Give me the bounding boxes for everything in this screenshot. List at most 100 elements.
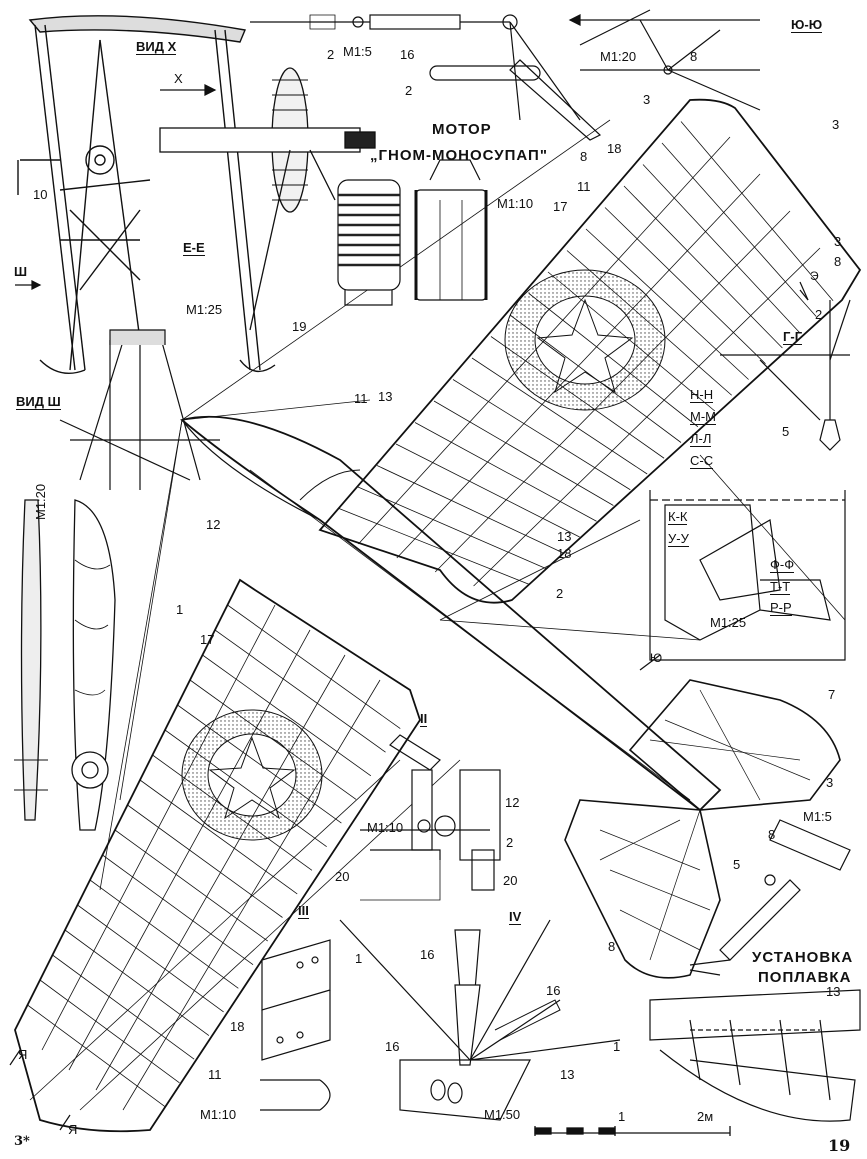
wing-rib [642,164,800,333]
detail-ii-label: II [420,711,428,727]
callout: 3 [643,92,651,107]
wing-rib [471,357,648,475]
callout: 2 [506,835,514,850]
right-wing [318,98,862,604]
callout: 13 [378,389,393,404]
engine-assembly [159,67,376,331]
gg-strut [720,299,851,451]
callout: 19 [292,319,307,334]
wing-rib [41,604,276,1051]
callout: 20 [335,869,350,884]
scale-m1-5-top: М1:5 [343,44,372,59]
scale-m1-10-motor: М1:10 [497,196,534,211]
wing-rib [414,422,597,522]
wing-rib [376,465,563,554]
wing-rib [357,486,546,569]
bracing-wires [29,119,701,1111]
fitting-detail-iv [339,919,621,1121]
wing-rib [139,779,298,895]
callout: 8 [690,49,698,64]
callout: 7 [828,687,836,702]
scale-bar [534,1126,731,1136]
callout: 8 [834,254,842,269]
view-x-arrow-label: X [174,71,183,86]
direction-arrows [9,14,809,1131]
wing-rib [164,729,327,847]
strut-details-top [250,9,761,141]
aircraft-plan-view [14,98,862,1133]
callout: 11 [577,179,591,194]
section-tt: Т-Т [770,579,791,595]
callout: 3 [832,117,840,132]
scale-m1-25-right: М1:25 [710,615,747,630]
callout: 2 [556,586,564,601]
scale-m1-10-bottom: М1:10 [200,1107,237,1122]
callout: 11 [354,391,368,406]
callout: 20 [503,873,518,888]
mark-e: Э [810,269,819,283]
callout: 18 [557,546,572,561]
tailplane [564,679,841,979]
wing-rib [434,210,791,573]
callout: 1 [613,1039,621,1054]
callout: 5 [782,424,790,439]
wing-rib [122,679,381,1111]
section-mm: М-М [690,409,716,425]
float-install-title-2: ПОПЛАВКА [758,969,852,986]
callout: 12 [206,517,221,532]
wing-rib [623,185,783,349]
callout: 11 [208,1067,222,1082]
float-install-title-1: УСТАНОВКА [752,949,854,966]
wing-rib [39,979,180,1084]
vid-sh-view [59,329,220,490]
section-kk: К-К [668,509,688,525]
left-wing [14,578,421,1133]
wing-rib [202,654,372,777]
scale-m1-25-left: М1:25 [186,302,223,317]
scale-m1-20-top: М1:20 [600,49,637,64]
callout: 5 [733,857,741,872]
scale-bar-mid: 1 [618,1109,626,1124]
callout: 2 [327,47,335,62]
wing-rib [433,400,614,506]
callout: 13 [560,1067,575,1082]
wing-rib [395,443,580,538]
callout: 8 [768,827,776,842]
wing-rib [509,314,682,443]
wing-rib [189,679,357,800]
wing-rib [490,336,665,459]
wing-rib [680,121,834,302]
view-sh-label: ВИД Ш [16,394,61,410]
float-install [649,989,861,1122]
section-ll: Л-Л [690,431,712,447]
callout: 10 [33,187,48,202]
scale-m1-20-left: М1:20 [33,483,48,520]
wing-rib [52,954,195,1060]
scale-m1-50: М1:50 [484,1107,521,1122]
mark-yu: Ю [650,651,663,665]
section-gg-label: Г-Г [783,329,803,345]
callout: 18 [607,141,622,156]
wing-sections [649,454,846,661]
callout: 16 [400,47,415,62]
callout: 13 [557,529,572,544]
wing-rib [452,379,631,491]
fitting-detail-iii [260,939,331,1111]
section-rr: Р-Р [770,600,792,616]
callout: 18 [230,1019,245,1034]
callout: 17 [553,199,568,214]
pylon-view-x [17,15,276,374]
motor-name: „ГНОМ-МОНОСУПАП" [370,147,548,164]
callout: 8 [580,149,588,164]
page-mark: 3* [14,1134,30,1149]
detail-iv-label: IV [509,909,522,925]
float-rigging [689,819,851,976]
motor-title: МОТОР [432,121,492,138]
sh-arrow-label: Ш [14,264,28,279]
mark-ya-2: Я [68,1122,78,1137]
callout: 16 [546,983,561,998]
wing-rib [473,247,821,587]
callout: 1 [355,951,363,966]
section-ss: С-С [690,453,714,469]
